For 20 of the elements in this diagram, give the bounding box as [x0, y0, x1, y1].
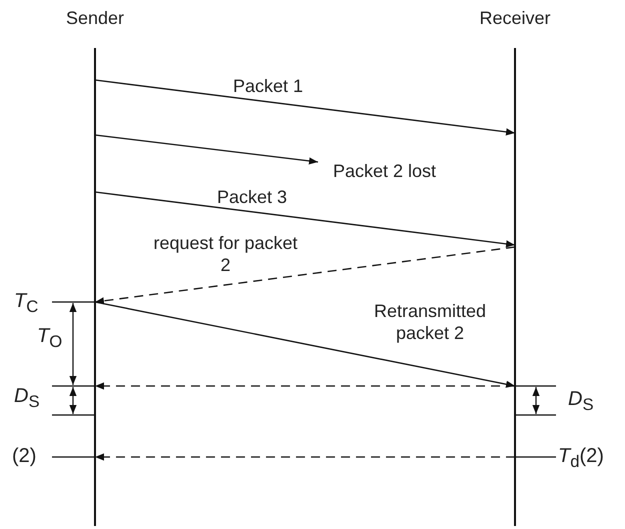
edge-label: Retransmitted packet 2 [372, 300, 488, 344]
delay-label: D$_{S}$ [14, 385, 40, 413]
arrow [95, 453, 515, 461]
time-label: (2) [12, 445, 36, 467]
arrow [94, 246, 516, 304]
time-label: T$_{C}$ [14, 290, 38, 318]
arrow [94, 79, 516, 136]
participant-name: Receiver [478, 8, 552, 29]
time-label: T$_{O}$ [37, 325, 62, 353]
participant-name: Sender [64, 8, 126, 29]
arrow [94, 301, 516, 388]
edge-label: Packet 3 [216, 186, 288, 208]
arrow [94, 134, 318, 164]
edge-label: request for packet 2 [153, 232, 298, 276]
time-label: T$_{d}$(2) [558, 445, 604, 473]
arrow [94, 191, 516, 248]
edge-label: Packet 2 lost [333, 160, 436, 182]
arrow [95, 382, 515, 390]
edge-label: Packet 1 [232, 75, 304, 97]
delay-label: D$_{S}$ [568, 388, 594, 416]
